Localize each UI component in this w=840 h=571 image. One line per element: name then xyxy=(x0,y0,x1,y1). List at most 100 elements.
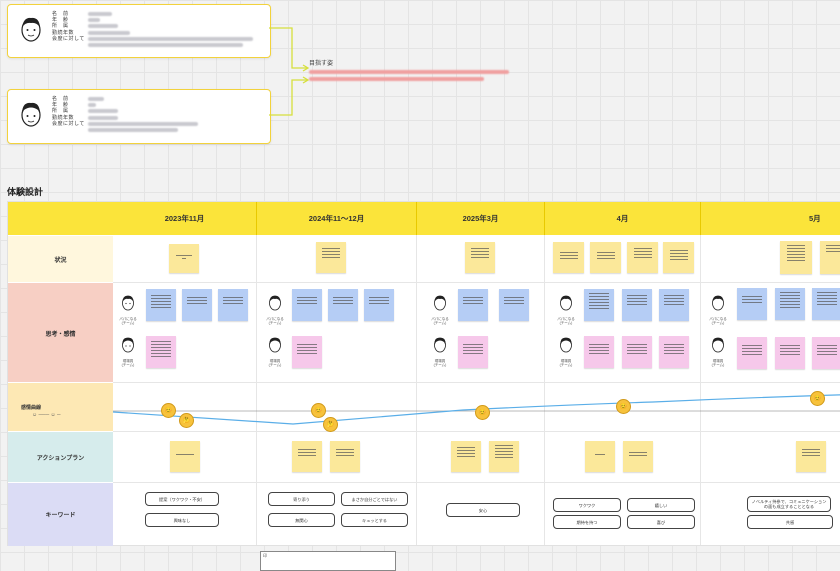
row-label-keyword: キーワード xyxy=(8,482,113,546)
person-face-icon xyxy=(712,295,724,311)
action-note[interactable] xyxy=(292,441,322,472)
keyword-pill[interactable]: 期待を持つ xyxy=(553,515,621,529)
keyword-pill[interactable]: ノベルティ持参で、コミュニケーションの面も成立することとなる xyxy=(747,496,831,512)
thought-note[interactable] xyxy=(659,289,689,321)
emoji-happy-icon: 😊 xyxy=(475,405,490,420)
thought-note[interactable] xyxy=(775,288,805,320)
thought-note[interactable] xyxy=(292,289,322,321)
thought-note[interactable] xyxy=(737,288,767,320)
persona-caption: 現場員 (チーム) xyxy=(268,359,282,367)
section-title: 体験設計 xyxy=(7,187,44,197)
keyword-pill[interactable]: 共感 xyxy=(747,515,833,529)
thought-note[interactable] xyxy=(622,289,652,321)
thought-note[interactable] xyxy=(499,289,529,321)
persona-icon: 現場員 (チーム) xyxy=(430,336,450,367)
action-note[interactable] xyxy=(489,441,519,472)
feeling-note[interactable] xyxy=(458,336,488,368)
action-note[interactable] xyxy=(796,441,826,472)
action-note[interactable] xyxy=(170,441,200,472)
persona-card-2[interactable]: 名 前 年 齢 所 属 勤続年数 会度に対して xyxy=(7,89,271,144)
emoji-thinking-icon: 🤔 xyxy=(323,417,338,432)
status-note[interactable] xyxy=(627,242,658,273)
persona-caption: 現場員 (チーム) xyxy=(433,359,447,367)
emotion-curve-label: 感情曲線 xyxy=(21,405,42,411)
person-face-icon xyxy=(712,337,724,353)
feeling-note[interactable] xyxy=(659,336,689,368)
person-face-icon xyxy=(122,337,134,353)
persona-fields: 名 前 年 齢 所 属 勤続年数 会度に対して xyxy=(52,96,198,133)
feeling-note[interactable] xyxy=(775,337,805,369)
thought-note[interactable] xyxy=(182,289,212,321)
feeling-note[interactable] xyxy=(737,337,767,369)
persona-icon: パパになる (チーム) xyxy=(556,294,576,325)
status-note[interactable] xyxy=(553,242,584,273)
persona-fields: 名 前 年 齢 所 属 勤続年数 会度に対して xyxy=(52,11,253,48)
feeling-note[interactable] xyxy=(812,337,840,369)
row-label-action: アクションプラン xyxy=(8,431,113,483)
keyword-pill[interactable]: 興味なし xyxy=(145,513,219,527)
persona-icon: 現場員 (チーム) xyxy=(556,336,576,367)
goal-label: 目指す姿 xyxy=(309,61,334,67)
status-note[interactable] xyxy=(316,242,346,273)
persona-icon: パパになる (チーム) xyxy=(430,294,450,325)
bottom-frame[interactable]: 印 xyxy=(260,551,396,571)
connector-arrows xyxy=(269,27,310,116)
action-note[interactable] xyxy=(330,441,360,472)
thought-note[interactable] xyxy=(458,289,488,321)
keyword-pill[interactable]: 無関心 xyxy=(268,513,335,527)
keyword-pill[interactable]: キュッとする xyxy=(341,513,408,527)
status-note[interactable] xyxy=(590,242,621,273)
emoji-happy-icon: 😊 xyxy=(616,399,631,414)
status-note[interactable] xyxy=(780,241,812,274)
column-header: 4月 xyxy=(545,202,701,235)
persona-caption: パパになる (チーム) xyxy=(266,317,284,325)
persona-avatar-icon xyxy=(21,17,41,42)
keyword-pill[interactable]: 喜び xyxy=(627,515,695,529)
keyword-pill[interactable]: ワクワク xyxy=(553,498,621,512)
feeling-note[interactable] xyxy=(622,336,652,368)
status-note[interactable] xyxy=(663,242,694,273)
thought-note[interactable] xyxy=(146,289,176,321)
thought-note[interactable] xyxy=(364,289,394,321)
thought-note[interactable] xyxy=(812,288,840,320)
person-face-icon xyxy=(269,295,281,311)
status-note[interactable] xyxy=(820,241,840,274)
persona-icon: 現場員 (チーム) xyxy=(118,336,138,367)
action-note[interactable] xyxy=(451,441,481,472)
goal-block[interactable]: 目指す姿 xyxy=(309,58,509,81)
person-face-icon xyxy=(269,337,281,353)
feeling-note[interactable] xyxy=(584,336,614,368)
field-label: 会度に対して xyxy=(52,35,85,42)
persona-icon: パパになる (チーム) xyxy=(265,294,285,325)
persona-caption: 現場員 (チーム) xyxy=(121,359,135,367)
action-note[interactable] xyxy=(585,441,615,472)
emotion-persona-icons: ☺ ─── ☺ ─ xyxy=(32,412,61,418)
keyword-pill[interactable]: 安心 xyxy=(446,503,520,517)
persona-card-1[interactable]: 名 前 年 齢 所 属 勤続年数 会度に対して xyxy=(7,4,271,58)
person-face-icon xyxy=(434,295,446,311)
thought-note[interactable] xyxy=(218,289,248,321)
persona-caption: 現場員 (チーム) xyxy=(559,359,573,367)
emoji-happy-icon: 😊 xyxy=(161,403,176,418)
experience-board: 2023年11月 2024年11〜12月 2025年3月 4月 5月 状況 思考… xyxy=(7,201,840,546)
column-header: 2025年3月 xyxy=(417,202,545,235)
person-face-icon xyxy=(434,337,446,353)
keyword-pill[interactable]: 提案（ワクワク・不安） xyxy=(145,492,219,506)
feeling-note[interactable] xyxy=(292,336,322,368)
status-note[interactable] xyxy=(169,244,199,273)
field-label: 所 属 xyxy=(52,23,69,30)
emotion-curve xyxy=(113,394,840,425)
feeling-note[interactable] xyxy=(146,336,176,368)
field-label: 名 前 xyxy=(52,96,69,102)
thought-note[interactable] xyxy=(328,289,358,321)
status-note[interactable] xyxy=(465,242,495,273)
persona-caption: パパになる (チーム) xyxy=(557,317,575,325)
thought-note[interactable] xyxy=(584,289,614,321)
keyword-pill[interactable]: まさか自分ごとではない xyxy=(341,492,408,506)
keyword-pill[interactable]: 寄り添う xyxy=(268,492,335,506)
keyword-pill[interactable]: 嬉しい xyxy=(627,498,695,512)
action-note[interactable] xyxy=(623,441,653,472)
row-label-emotion: 感情曲線 ☺ ─── ☺ ─ xyxy=(8,382,113,432)
persona-caption: パパになる (チーム) xyxy=(709,317,727,325)
column-header: 5月 xyxy=(701,202,840,235)
